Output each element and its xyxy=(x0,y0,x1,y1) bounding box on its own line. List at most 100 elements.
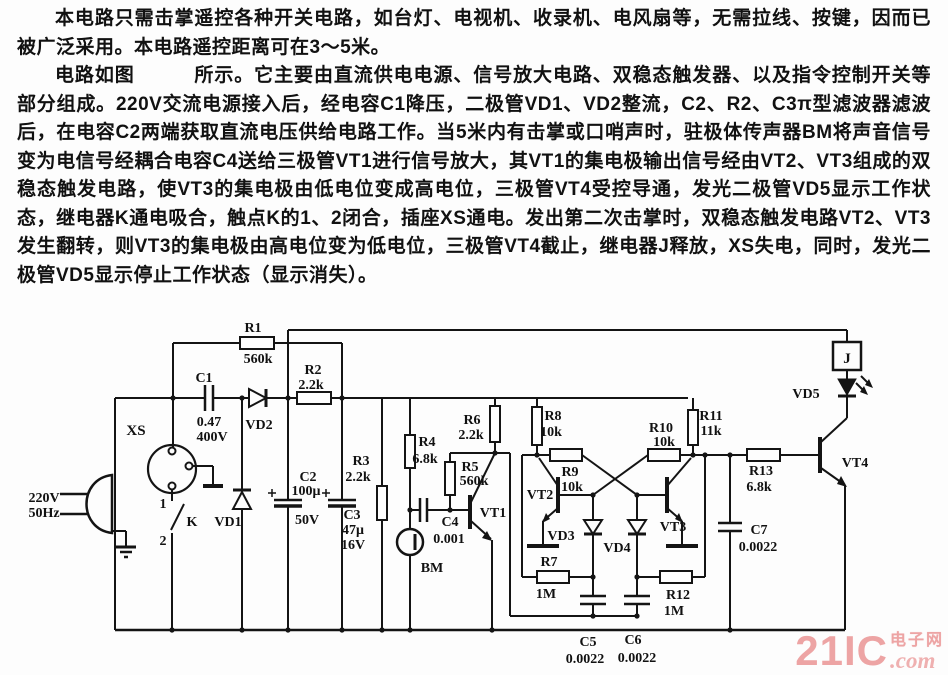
switch-K-label: K xyxy=(187,515,198,530)
resistor-R13: R13 6.8k xyxy=(746,448,781,495)
diode-VD2-label: VD2 xyxy=(245,418,272,433)
transistor-VT1-label: VT1 xyxy=(480,506,506,521)
resistor-R11: R11 11k xyxy=(687,409,723,446)
capacitor-C3-value: 47μ xyxy=(342,523,364,538)
mains-frequency-label: 50Hz xyxy=(28,506,59,521)
transistor-VT3: VT3 xyxy=(660,477,698,548)
resistor-R6: R6 2.2k xyxy=(458,405,501,443)
transistor-VT4-label: VT4 xyxy=(842,456,868,471)
resistor-R8-ref: R8 xyxy=(544,409,561,424)
transistor-VT4: VT4 xyxy=(818,437,868,487)
capacitor-C4-ref: C4 xyxy=(441,515,458,530)
resistor-R5-ref: R5 xyxy=(461,460,478,475)
diode-VD4-label: VD4 xyxy=(603,541,630,556)
diode-VD3-label: VD3 xyxy=(547,529,574,544)
led-VD5: VD5 xyxy=(792,375,873,402)
capacitor-C1-ref: C1 xyxy=(195,371,212,386)
paragraph-intro: 本电路只需击掌遥控各种开关电路，如台灯、电视机、收录机、电风扇等，无需拉线、按键… xyxy=(17,8,931,58)
resistor-R9-value: 10k xyxy=(561,480,583,495)
resistor-R7-ref: R7 xyxy=(540,555,557,570)
resistor-R7-value: 1M xyxy=(536,587,556,602)
capacitor-C7: C7 0.0022 xyxy=(718,521,778,555)
capacitor-C1: C1 0.47 400V xyxy=(195,371,227,445)
transistor-VT2: VT2 xyxy=(527,477,560,548)
capacitor-C7-ref: C7 xyxy=(750,523,767,538)
diode-VD1-label: VD1 xyxy=(214,515,241,530)
resistor-R5-value: 560k xyxy=(460,474,489,489)
resistor-R9: R9 10k xyxy=(549,448,583,495)
socket-XS: XS 1 2 K xyxy=(126,423,223,549)
resistor-R1-value: 560k xyxy=(244,352,273,367)
resistor-R4: R4 6.8k xyxy=(404,434,438,469)
capacitor-C2-voltage: 50V xyxy=(295,513,319,528)
plus-sign xyxy=(322,489,330,497)
plus-sign xyxy=(268,489,276,497)
resistor-R5: R5 560k xyxy=(444,460,489,496)
contact-pin2-label: 2 xyxy=(160,534,167,549)
relay-J: J xyxy=(831,340,863,372)
resistor-R11-ref: R11 xyxy=(699,409,722,424)
capacitor-C5-value: 0.0022 xyxy=(566,652,605,667)
resistor-R10: R10 10k xyxy=(647,421,681,462)
mains-voltage-label: 220V xyxy=(28,491,59,506)
capacitor-C6-value: 0.0022 xyxy=(618,651,657,666)
earth-ground-icon xyxy=(116,545,136,559)
capacitor-C4: C4 0.001 xyxy=(418,498,465,547)
diode-VD2: VD2 xyxy=(245,387,273,433)
microphone-BM: BM xyxy=(395,527,444,576)
transistor-VT2-label: VT2 xyxy=(527,488,553,503)
socket-XS-label: XS xyxy=(126,423,145,439)
watermark-suffix: .com xyxy=(889,648,936,673)
resistor-R10-value: 10k xyxy=(653,435,675,450)
resistor-R2-value: 2.2k xyxy=(298,378,324,393)
paragraph-circuit-description: 电路如图 所示。它主要由直流供电电源、信号放大电路、双稳态触发器、以及指令控制开… xyxy=(17,65,931,286)
diode-VD1: VD1 xyxy=(214,488,253,530)
resistor-R7: R7 1M xyxy=(536,555,570,602)
capacitor-C2-ref: C2 xyxy=(299,470,316,485)
resistor-R8: R8 10k xyxy=(531,406,562,446)
resistor-R1: R1 560k xyxy=(239,321,275,367)
led-VD5-label: VD5 xyxy=(792,387,819,402)
resistor-R12: R12 1M xyxy=(659,570,693,619)
capacitor-C3-voltage: 16V xyxy=(341,538,365,553)
circuit-schematic: 220V 50Hz XS 1 2 K VD1 VD2 xyxy=(28,321,873,667)
resistor-R6-value: 2.2k xyxy=(458,428,484,443)
resistor-R10-ref: R10 xyxy=(649,421,673,436)
resistor-R9-ref: R9 xyxy=(561,465,578,480)
capacitor-C5-ref: C5 xyxy=(579,635,596,650)
capacitor-C6-ref: C6 xyxy=(624,633,641,648)
capacitor-C5: C5 0.0022 xyxy=(566,594,606,667)
capacitor-C2: C2 100μ 50V xyxy=(268,470,321,528)
microphone-BM-label: BM xyxy=(421,561,444,576)
resistor-R13-value: 6.8k xyxy=(746,480,772,495)
resistor-R3-value: 2.2k xyxy=(345,470,371,485)
resistor-R13-ref: R13 xyxy=(749,464,773,479)
article-text: 本电路只需击掌遥控各种开关电路，如台灯、电视机、收录机、电风扇等，无需拉线、按键… xyxy=(17,5,931,290)
resistor-R11-value: 11k xyxy=(700,424,721,439)
junction-dots xyxy=(169,395,733,633)
resistor-R1-ref: R1 xyxy=(244,321,261,336)
resistor-R6-ref: R6 xyxy=(463,413,480,428)
watermark-21ic: 21IC 电子网 .com xyxy=(795,627,944,674)
diode-VD3: VD3 xyxy=(547,519,604,544)
transistor-VT1: VT1 xyxy=(468,495,506,541)
watermark-brand: 21IC xyxy=(795,627,888,674)
plug-prongs xyxy=(60,492,88,516)
resistor-R4-ref: R4 xyxy=(418,435,435,450)
capacitor-C1-value: 0.47 xyxy=(197,415,222,430)
relay-J-label: J xyxy=(843,351,851,367)
resistor-R3-ref: R3 xyxy=(352,454,369,469)
capacitor-C3-ref: C3 xyxy=(343,508,360,523)
capacitor-C3: C3 47μ 16V xyxy=(322,489,365,553)
capacitor-C7-value: 0.0022 xyxy=(739,540,778,555)
contact-pin1-label: 1 xyxy=(160,497,167,512)
capacitor-C6: C6 0.0022 xyxy=(618,594,657,666)
capacitor-C4-value: 0.001 xyxy=(433,532,465,547)
capacitor-C1-voltage: 400V xyxy=(196,430,227,445)
resistor-R2-ref: R2 xyxy=(304,363,321,378)
diode-VD4: VD4 xyxy=(603,519,648,556)
mains-plug: 220V 50Hz xyxy=(28,473,136,559)
watermark-site-name: 电子网 xyxy=(889,632,944,649)
resistor-R12-value: 1M xyxy=(664,604,684,619)
